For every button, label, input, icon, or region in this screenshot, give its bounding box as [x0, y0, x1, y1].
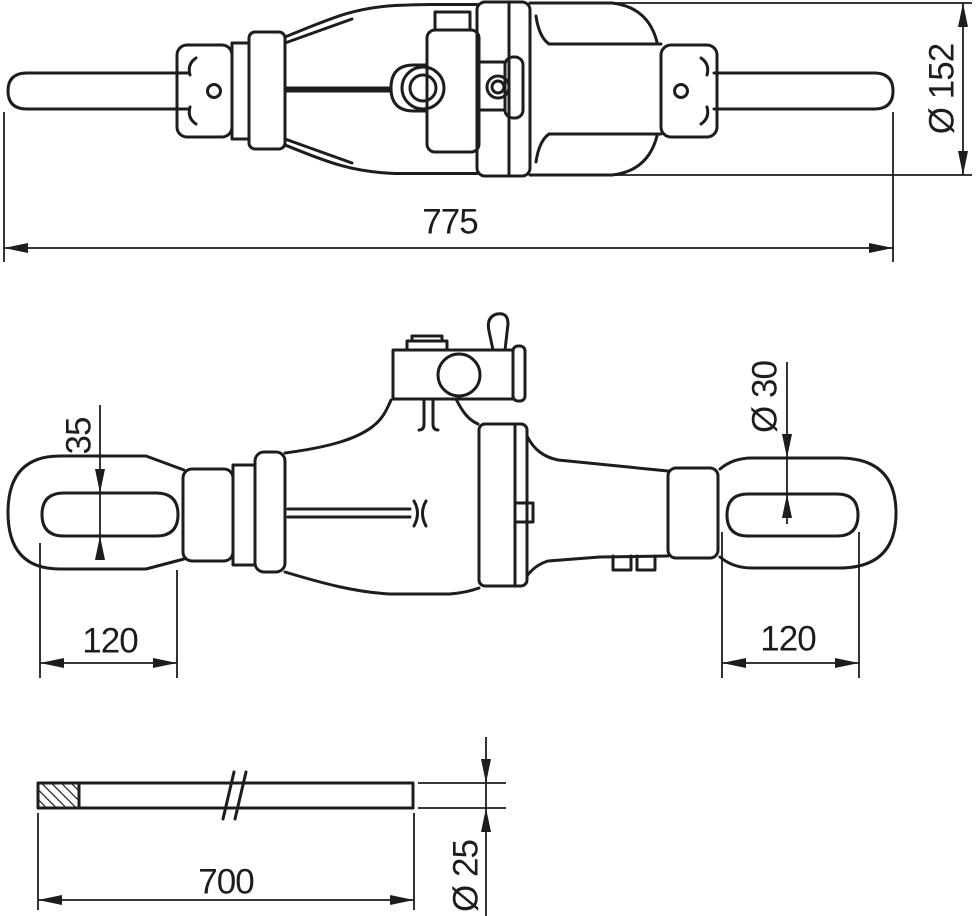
plan-band-right	[666, 466, 720, 560]
right-clevis-hole	[673, 83, 689, 99]
rod-view	[36, 770, 415, 821]
adjuster-cap	[405, 334, 449, 352]
right-handle	[712, 71, 895, 111]
plan-collar-1	[181, 467, 235, 563]
tapered-body	[283, 3, 479, 175]
dimension-lines	[3, 2, 972, 916]
rod-grip-hatch	[37, 782, 80, 809]
dim-rod-length-label: 700	[198, 863, 254, 902]
dim-end-diameter-label: Ø 152	[923, 44, 962, 134]
bottom-tabs	[611, 554, 657, 572]
left-clevis	[175, 43, 234, 139]
right-eye	[718, 456, 898, 570]
side-view	[6, 0, 895, 178]
plan-band-left	[253, 450, 287, 574]
dim-left-slot-height-label: 35	[60, 418, 99, 455]
collar-small	[230, 41, 251, 141]
pivot-circle-inner	[408, 73, 438, 103]
dimension-labels: 775 Ø 152 35 Ø 30 120 120 700 Ø 25	[60, 44, 962, 912]
housing-plate	[425, 28, 481, 154]
left-eye	[6, 454, 186, 571]
left-eye-slot	[40, 491, 180, 538]
adjuster-box-band	[511, 344, 527, 403]
ratchet-housing	[389, 0, 532, 178]
housing-band	[475, 0, 532, 178]
adjuster-mechanism	[391, 312, 527, 403]
plan-mid-band	[477, 422, 535, 588]
housing-left-lobe	[389, 63, 429, 113]
rod-break-lines	[221, 770, 248, 821]
housing-top-tab	[433, 10, 472, 32]
collar-large	[247, 30, 287, 151]
right-clevis	[659, 43, 719, 139]
plan-body	[283, 397, 481, 596]
dim-right-slot-length-label: 120	[760, 620, 816, 659]
dim-overall-length-label: 775	[422, 203, 477, 242]
mid-band-step	[513, 501, 535, 524]
plan-collar-2	[231, 463, 257, 567]
adjuster-box	[391, 348, 515, 401]
plan-view	[6, 312, 898, 596]
dim-rod-diameter-label: Ø 25	[447, 840, 486, 912]
dim-left-slot-length-label: 120	[82, 622, 138, 661]
pivot-circle-outer	[400, 65, 446, 111]
adjuster-lever	[486, 312, 510, 352]
dim-right-bar-diameter-label: Ø 30	[746, 361, 785, 433]
plan-right-taper	[525, 434, 670, 578]
left-clevis-hole	[206, 83, 222, 99]
right-eye-slot	[725, 492, 860, 538]
left-handle	[6, 71, 190, 111]
right-body	[528, 1, 663, 177]
adjuster-wheel	[436, 352, 482, 398]
pin-circle-inner	[490, 79, 506, 95]
